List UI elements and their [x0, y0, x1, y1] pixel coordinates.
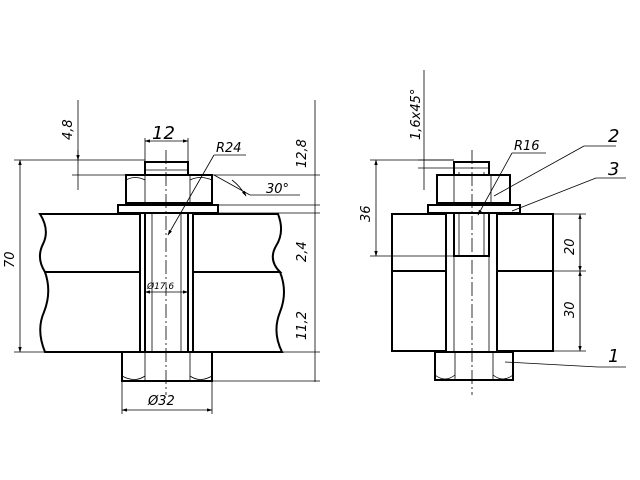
dim-end-length: 4,8 — [61, 119, 76, 140]
right-assembly-view: 1,6x45° R16 36 20 30 2 3 1 — [359, 70, 626, 395]
right-washer — [427, 204, 521, 214]
callout-3: 3 — [608, 159, 619, 180]
dim-angle: 30° — [266, 182, 289, 197]
dim-bolt-width: 12 — [152, 123, 175, 144]
dim-nut-diameter: Ø32 — [147, 394, 175, 409]
dim-total-length: 70 — [3, 251, 18, 268]
right-upper-plate-left — [391, 213, 447, 272]
right-upper-plate-right — [496, 213, 554, 272]
right-lower-plate-right — [496, 270, 554, 352]
dim-radius-left: R24 — [216, 141, 242, 156]
right-dimensions — [370, 70, 626, 368]
dim-chamfer: 1,6x45° — [409, 89, 424, 140]
right-bottom-nut — [434, 351, 514, 381]
callout-2: 2 — [608, 126, 619, 147]
left-top-nut — [125, 174, 213, 204]
dim-upper-plate: 20 — [563, 238, 578, 255]
right-top-nut — [436, 174, 511, 204]
dim-washer-thickness: 2,4 — [295, 241, 310, 262]
right-lower-plate-left — [391, 270, 447, 352]
left-assembly-view: 12 R24 30° 4,8 12,8 2,4 11,2 70 Ø17,6 Ø3… — [3, 100, 320, 414]
dim-thread-length: 36 — [359, 205, 374, 222]
left-bottom-nut — [121, 351, 213, 382]
dim-bottom-protrusion: 11,2 — [295, 311, 310, 340]
dim-radius-right: R16 — [514, 139, 540, 154]
dim-lower-plate: 30 — [563, 301, 578, 318]
callout-1: 1 — [608, 346, 619, 367]
dim-hole-diameter: Ø17,6 — [146, 281, 174, 292]
left-dimensions — [14, 100, 320, 414]
dim-nut-height: 12,8 — [295, 139, 310, 168]
left-washer — [117, 204, 219, 214]
